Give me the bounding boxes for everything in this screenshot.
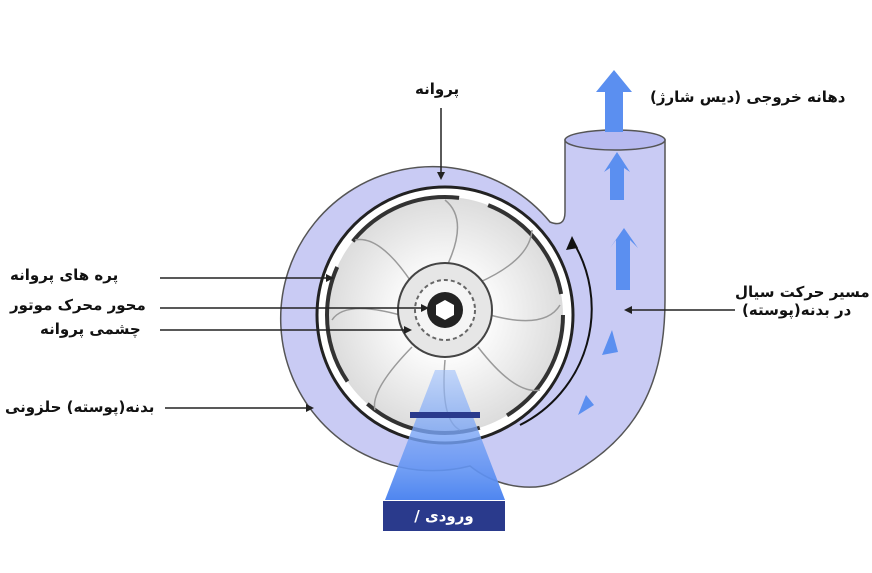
label-inlet: ورودی / ساکشن (383, 501, 505, 555)
label-impeller-blades: پره های پروانه (10, 266, 119, 284)
label-impeller-eye: چشمی پروانه (40, 320, 141, 338)
discharge-arrow (596, 70, 632, 132)
motor-shaft-hex (436, 300, 454, 320)
label-flow-path-2: در بدنه(پوسته) (742, 301, 852, 319)
label-motor-shaft: محور محرک موتور (10, 296, 146, 314)
label-flow-path-1: مسیر حرکت سیال (735, 283, 870, 301)
leader-lines (160, 108, 735, 409)
flow-path-arrows (578, 70, 638, 415)
inlet-flow (385, 370, 505, 500)
label-impeller: پروانه (415, 80, 460, 98)
discharge-pipe-top (564, 129, 666, 151)
label-volute-casing: بدنه(پوسته) حلزونی (5, 398, 155, 416)
label-discharge: دهانه خروجی (دیس شارژ) (650, 88, 846, 106)
